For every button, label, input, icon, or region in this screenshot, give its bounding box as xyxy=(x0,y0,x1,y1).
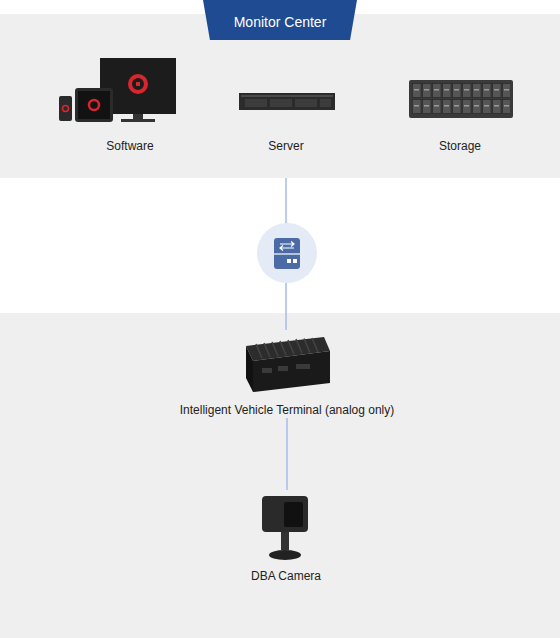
node-label: Intelligent Vehicle Terminal (analog onl… xyxy=(137,402,437,418)
server-icon xyxy=(239,93,335,110)
cooling-fins xyxy=(256,338,318,358)
switch-divider xyxy=(274,253,300,254)
camera-body xyxy=(262,496,308,532)
switch-icon xyxy=(257,223,317,283)
monitor-center-band: Monitor CenterSoftwareServerStorage xyxy=(0,14,560,178)
app-logo xyxy=(136,82,140,86)
storage-node: Storage xyxy=(400,54,520,154)
drive-slot xyxy=(320,99,331,107)
terminal-front xyxy=(253,351,330,392)
app-logo xyxy=(130,76,146,92)
terminal-port xyxy=(296,364,310,369)
app-logo xyxy=(89,100,99,110)
vehicle-band xyxy=(0,313,560,638)
drive-slot xyxy=(295,99,317,107)
app-logo xyxy=(63,106,69,112)
terminal-icon xyxy=(246,337,330,392)
server-node: Server xyxy=(226,54,346,154)
node-label: Software xyxy=(70,138,190,154)
camera-lens-window xyxy=(284,502,303,527)
software-node: Software xyxy=(70,54,190,154)
storage-chassis xyxy=(409,80,513,118)
software-icon xyxy=(59,58,176,122)
tablet xyxy=(75,88,113,122)
switch-port xyxy=(287,259,291,263)
storage-bays xyxy=(412,83,510,115)
camera-icon xyxy=(262,496,308,560)
camera-node: DBA Camera xyxy=(186,490,386,584)
tablet-screen xyxy=(78,91,110,119)
phone xyxy=(59,96,72,121)
terminal-node: Intelligent Vehicle Terminal (analog onl… xyxy=(137,330,437,418)
node-label: DBA Camera xyxy=(186,568,386,584)
node-label: Server xyxy=(226,138,346,154)
section-title: Monitor Center xyxy=(203,0,357,40)
connector-line xyxy=(286,418,288,490)
storage-icon xyxy=(409,80,513,118)
switch-arrows xyxy=(280,242,294,251)
terminal-side xyxy=(246,346,253,392)
server-chassis xyxy=(239,93,335,110)
switch-port xyxy=(293,259,297,263)
drive-slot xyxy=(245,99,267,107)
drive-slot xyxy=(270,99,292,107)
camera-base xyxy=(269,550,301,560)
node-label: Storage xyxy=(400,138,520,154)
camera-neck xyxy=(281,532,289,550)
switch-body xyxy=(274,238,300,269)
terminal-port xyxy=(278,366,288,371)
switch-circle xyxy=(257,223,317,283)
monitor-base xyxy=(121,119,155,122)
terminal-port xyxy=(262,368,272,373)
server-trim xyxy=(241,95,333,97)
connector-line xyxy=(285,154,287,330)
monitor-screen xyxy=(100,58,176,114)
monitor-stand xyxy=(133,114,143,120)
terminal-top xyxy=(246,337,330,361)
